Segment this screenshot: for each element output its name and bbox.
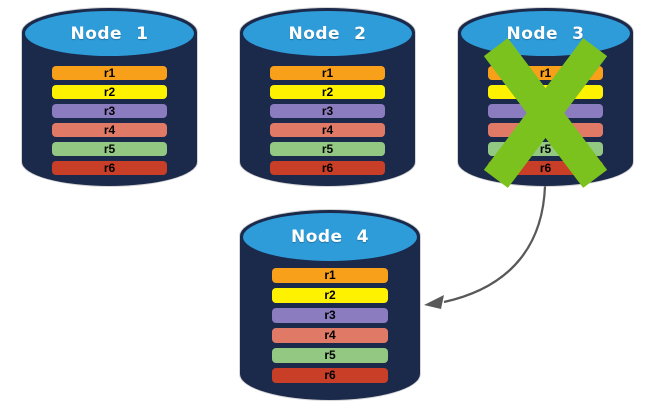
- replica-bar-r3: r3: [270, 104, 385, 118]
- replica-bar-r1: r1: [272, 268, 388, 283]
- node-2-replica-stack: r1 r2 r3 r4 r5 r6: [270, 66, 385, 180]
- replica-bar-r4: r4: [52, 123, 167, 137]
- node-3-label: Node 3: [506, 23, 585, 44]
- replica-bar-r4: r4: [270, 123, 385, 137]
- replica-bar-r6: r6: [270, 161, 385, 175]
- failover-arrowhead-icon: [424, 295, 444, 309]
- node-2-cylinder: Node 2 r1 r2 r3 r4 r5 r6: [240, 8, 415, 186]
- failure-x-icon: [463, 31, 628, 196]
- replica-bar-r5: r5: [272, 348, 388, 363]
- node-1-replica-stack: r1 r2 r3 r4 r5 r6: [52, 66, 167, 180]
- replica-bar-r1: r1: [52, 66, 167, 80]
- replica-bar-r5: r5: [270, 142, 385, 156]
- replica-bar-r5: r5: [52, 142, 167, 156]
- node-1-cylinder-top: Node 1: [25, 11, 194, 56]
- node-4-cylinder: Node 4 r1 r2 r3 r4 r5 r6: [240, 210, 420, 400]
- node-4-label: Node 4: [290, 227, 369, 247]
- node-2-label: Node 2: [288, 23, 367, 44]
- node-1-label: Node 1: [70, 23, 149, 44]
- replica-bar-r6: r6: [52, 161, 167, 175]
- replica-bar-r1: r1: [270, 66, 385, 80]
- replica-bar-r2: r2: [272, 288, 388, 303]
- replica-bar-r3: r3: [52, 104, 167, 118]
- replica-bar-r3: r3: [272, 308, 388, 323]
- node-4-cylinder-top: Node 4: [243, 213, 417, 261]
- node-3-cylinder-top: Node 3: [461, 11, 630, 56]
- replica-bar-r2: r2: [270, 85, 385, 99]
- node-1-cylinder: Node 1 r1 r2 r3 r4 r5 r6: [22, 8, 197, 186]
- replica-bar-r4: r4: [272, 328, 388, 343]
- replica-bar-r2: r2: [52, 85, 167, 99]
- node-4-replica-stack: r1 r2 r3 r4 r5 r6: [272, 268, 388, 388]
- failover-arrow-line: [443, 185, 547, 304]
- replica-bar-r6: r6: [272, 368, 388, 383]
- node-2-cylinder-top: Node 2: [243, 11, 412, 56]
- failover-arrow: [424, 185, 547, 309]
